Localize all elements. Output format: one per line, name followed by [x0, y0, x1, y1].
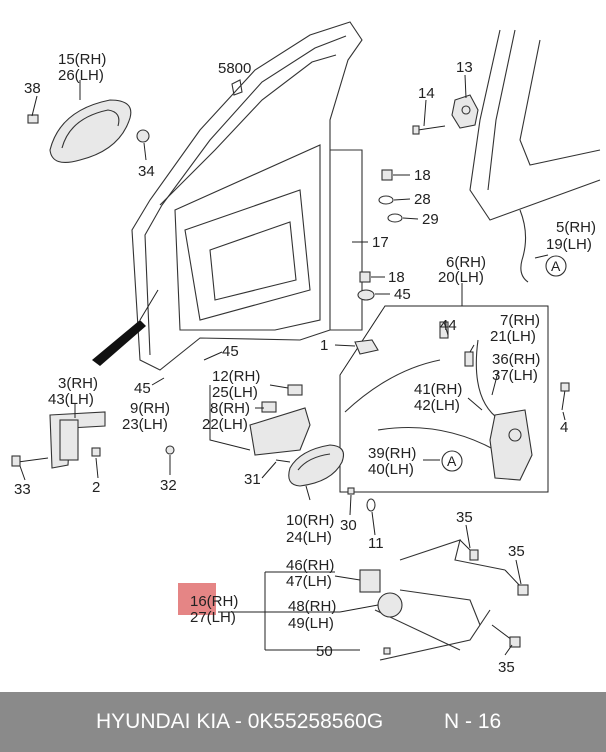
check-strap: [92, 320, 146, 366]
lock-assembly-group: [339, 305, 570, 493]
label-37: 37(LH): [492, 367, 538, 384]
label-50: 50: [316, 643, 333, 660]
window-regulator-part: [359, 539, 529, 661]
label-20: 20(LH): [438, 269, 484, 286]
label-18b: 18: [388, 269, 405, 286]
label-45b: 45: [222, 343, 239, 360]
label-42: 42(LH): [414, 397, 460, 414]
label-35a: 35: [456, 509, 473, 526]
label-8: 8(RH): [210, 400, 250, 417]
label-41: 41(RH): [414, 381, 462, 398]
label-26: 26(LH): [58, 67, 104, 84]
label-5: 5(RH): [556, 219, 596, 236]
callout-labels: 5800 15(RH) 26(LH) 38 34 13 14 18 28 29 …: [14, 51, 596, 676]
label-10: 10(RH): [286, 512, 334, 529]
label-43: 43(LH): [48, 391, 94, 408]
label-13: 13: [456, 59, 473, 76]
footer-part-number: HYUNDAI KIA - 0K55258560G: [96, 710, 384, 733]
label-34: 34: [138, 163, 155, 180]
label-31: 31: [244, 471, 261, 488]
weatherstrip-part: [519, 209, 529, 283]
label-44: 44: [440, 317, 457, 334]
label-17: 17: [372, 234, 389, 251]
label-7: 7(RH): [500, 312, 540, 329]
label-39: 39(RH): [368, 445, 416, 462]
label-36: 36(RH): [492, 351, 540, 368]
label-32: 32: [160, 477, 177, 494]
inside-handle-part: [165, 384, 376, 512]
marker-a-circle-1: [545, 255, 567, 277]
label-a-1: A: [551, 258, 561, 274]
footer-page-code: N - 16: [444, 710, 502, 733]
label-47: 47(LH): [286, 573, 332, 590]
label-48: 48(RH): [288, 598, 336, 615]
clip-parts: [357, 169, 403, 301]
label-22: 22(LH): [202, 416, 248, 433]
parts-diagram: 5800 15(RH) 26(LH) 38 34 13 14 18 28 29 …: [11, 21, 601, 676]
label-12: 12(RH): [212, 368, 260, 385]
label-9: 9(RH): [130, 400, 170, 417]
label-33: 33: [14, 481, 31, 498]
label-5800: 5800: [218, 60, 251, 77]
label-6: 6(RH): [446, 254, 486, 271]
door-frame: [131, 21, 363, 371]
label-35c: 35: [498, 659, 515, 676]
label-49: 49(LH): [288, 615, 334, 632]
label-40: 40(LH): [368, 461, 414, 478]
label-27: 27(LH): [190, 609, 236, 626]
label-19: 19(LH): [546, 236, 592, 253]
body-pillar: [469, 29, 601, 221]
part-5800-icon: [231, 79, 243, 96]
label-38: 38: [24, 80, 41, 97]
outside-handle-part: [27, 99, 150, 163]
door-checker-part: [11, 411, 106, 469]
hinge-part: [412, 94, 479, 135]
label-45c: 45: [134, 380, 151, 397]
label-35b: 35: [508, 543, 525, 560]
label-3: 3(RH): [58, 375, 98, 392]
label-4: 4: [560, 419, 568, 436]
label-21: 21(LH): [490, 328, 536, 345]
label-45a: 45: [394, 286, 411, 303]
label-11: 11: [368, 535, 384, 552]
label-18a: 18: [414, 167, 431, 184]
label-2: 2: [92, 479, 100, 496]
label-24: 24(LH): [286, 529, 332, 546]
label-a-2: A: [447, 453, 457, 469]
footer-bar: HYUNDAI KIA - 0K55258560G N - 16: [0, 692, 606, 752]
label-14: 14: [418, 85, 435, 102]
label-30: 30: [340, 517, 357, 534]
label-25: 25(LH): [212, 384, 258, 401]
leader-lines: [19, 74, 566, 656]
label-28: 28: [414, 191, 431, 208]
label-23: 23(LH): [122, 416, 168, 433]
label-16: 16(RH): [190, 593, 238, 610]
marker-a-circle-2: [441, 450, 463, 472]
label-29: 29: [422, 211, 439, 228]
label-46: 46(RH): [286, 557, 334, 574]
label-1: 1: [320, 337, 328, 354]
label-15: 15(RH): [58, 51, 106, 68]
highlight-box: [178, 583, 216, 615]
clip-part-1: [354, 339, 379, 355]
